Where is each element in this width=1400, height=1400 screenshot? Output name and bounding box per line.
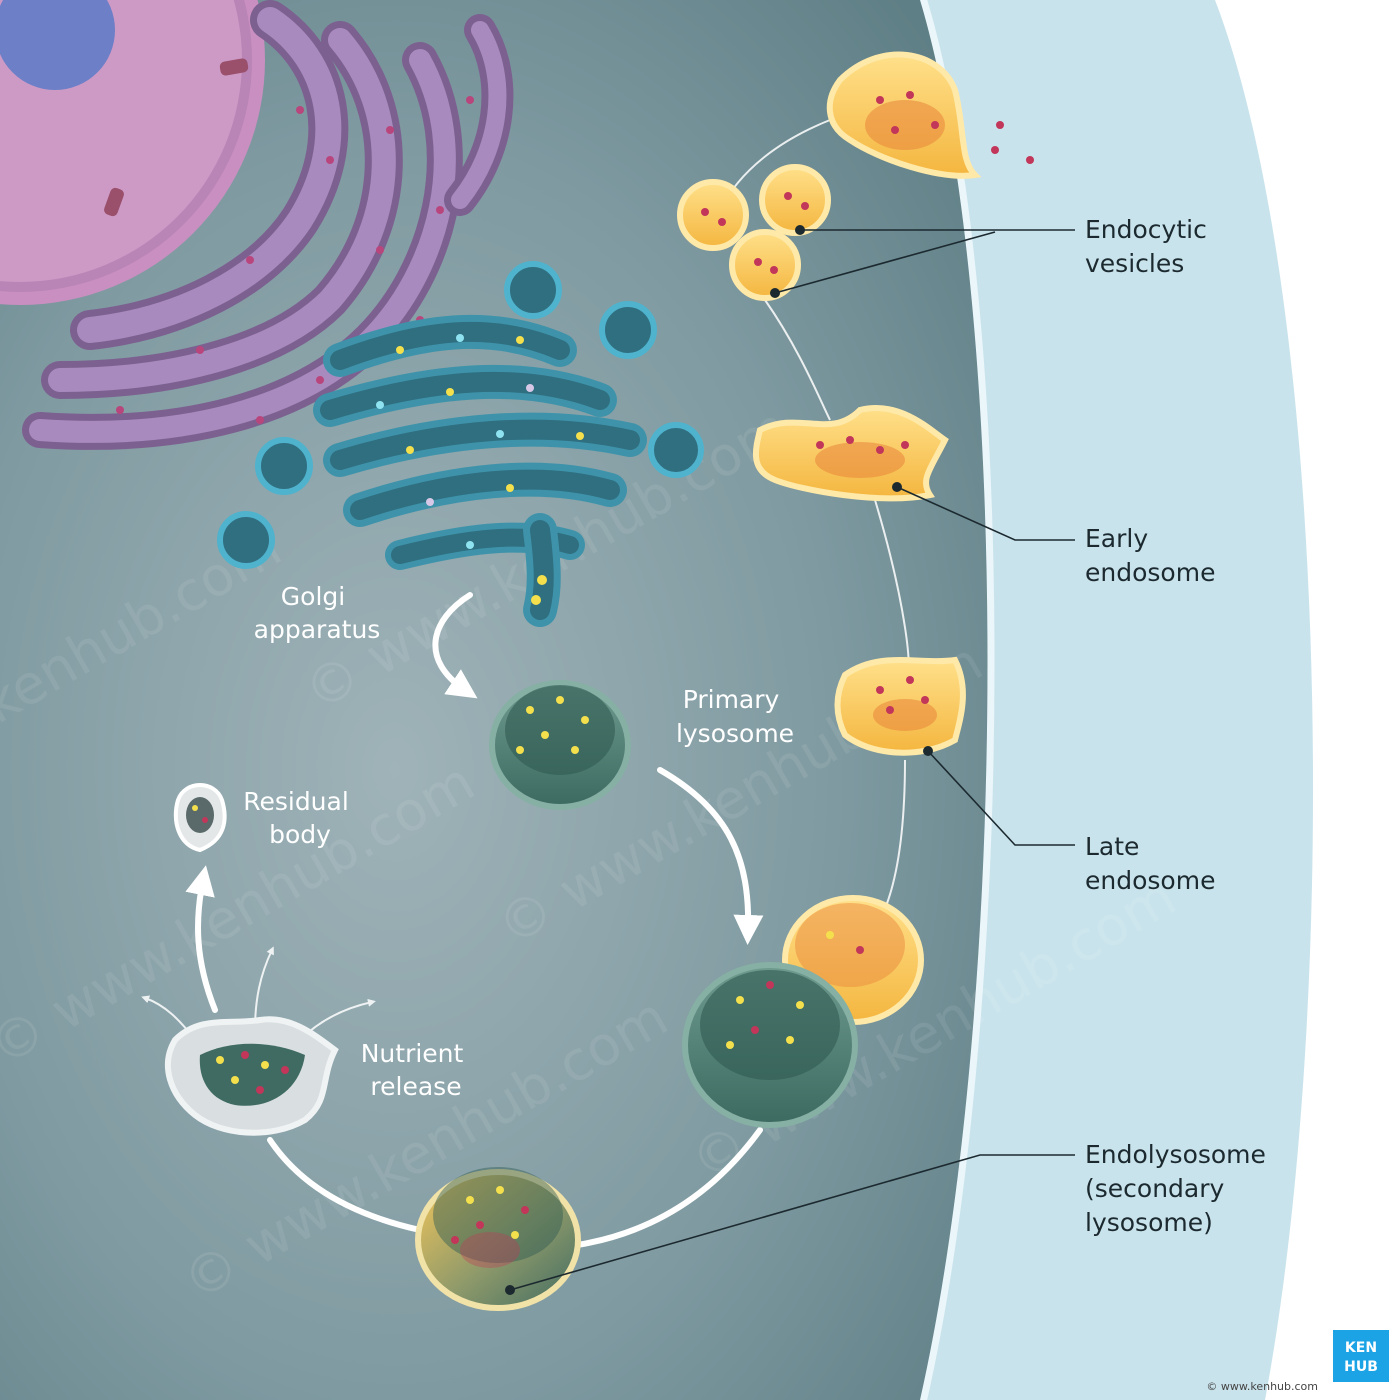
golgi-apparatus bbox=[313, 314, 647, 627]
nucleus bbox=[0, 0, 265, 305]
nuclear-pore bbox=[104, 187, 124, 217]
label-endocytic-vesicles: Endocytic vesicles bbox=[1085, 215, 1215, 278]
svg-text:HUB: HUB bbox=[1344, 1359, 1378, 1375]
arrow-to-residual-body bbox=[185, 865, 218, 1013]
extracellular-membrane-band bbox=[920, 0, 1314, 1400]
label-residual-body: Residual body bbox=[243, 787, 357, 849]
footer-credit: © www.kenhub.com bbox=[1206, 1380, 1318, 1393]
label-late-endosome: Late endosome bbox=[1085, 832, 1215, 895]
arrow-golgi-to-primary bbox=[432, 592, 478, 699]
leader-lines bbox=[505, 225, 1075, 1295]
kenhub-logo: KEN HUB bbox=[1333, 1330, 1389, 1382]
label-early-endosome: Early endosome bbox=[1085, 524, 1215, 587]
primary-lysosome bbox=[489, 680, 631, 810]
svg-text:KEN: KEN bbox=[1345, 1340, 1377, 1356]
endolysosome bbox=[415, 1167, 581, 1311]
endosome-lysosome-fusion bbox=[682, 895, 924, 1128]
endocytic-vesicles bbox=[677, 164, 831, 301]
arrow-primary-to-fusion bbox=[657, 767, 764, 945]
early-endosome bbox=[752, 405, 949, 502]
nuclear-pore bbox=[219, 58, 249, 76]
late-endosome bbox=[834, 656, 966, 756]
endocytic-invagination bbox=[826, 51, 1034, 179]
golgi-vesicles bbox=[217, 261, 704, 569]
label-primary-lysosome: Primary lysosome bbox=[676, 685, 794, 748]
label-endolysosome: Endolysosome (secondary lysosome) bbox=[1085, 1140, 1274, 1237]
flow-arrows bbox=[141, 592, 764, 1041]
golgi-cargo-dots bbox=[376, 334, 584, 605]
residual-body bbox=[173, 783, 227, 853]
nucleolus bbox=[0, 0, 115, 90]
label-golgi-apparatus: Golgi apparatus bbox=[254, 582, 381, 644]
label-nutrient-release: Nutrient release bbox=[361, 1039, 472, 1101]
nutrient-release-vacuole bbox=[164, 1016, 339, 1136]
